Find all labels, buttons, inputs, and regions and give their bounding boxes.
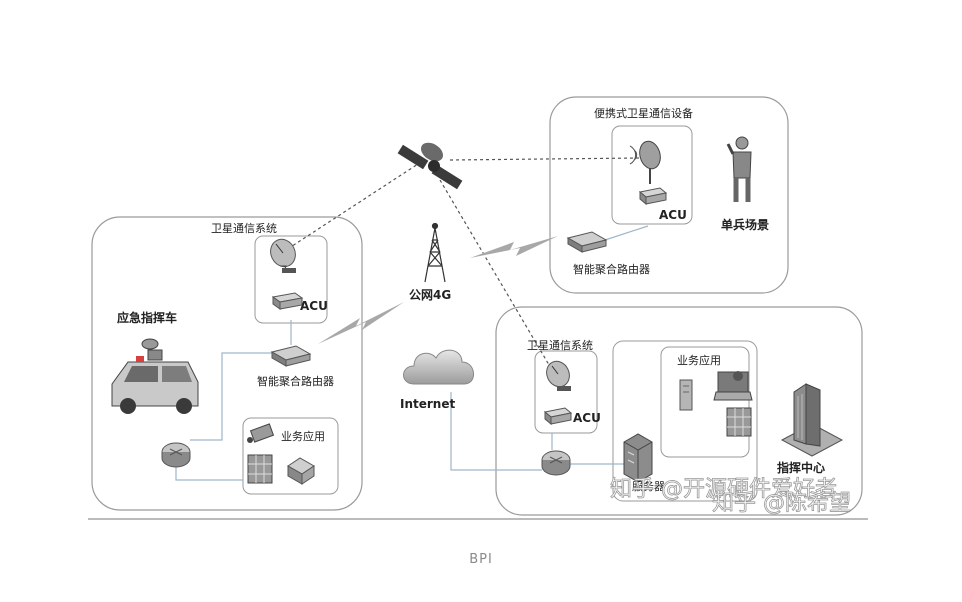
router-left-icon <box>270 345 312 367</box>
public-4g-label: 公网4G <box>409 288 451 302</box>
operator-desk-icon <box>713 371 753 401</box>
emergency-vehicle-icon <box>111 338 199 414</box>
watermark-2: 知乎 @陈希望 <box>712 491 851 516</box>
acu-device-right <box>543 407 573 426</box>
network-diagram: 公网4G Internet 卫星通信系统 ACU 智能聚合路由器 应急指挥车 <box>88 96 868 520</box>
acu-device-portable <box>638 187 668 206</box>
acu-device-left <box>271 292 304 310</box>
wired-links <box>175 225 649 481</box>
business-app-right-frame <box>612 340 758 502</box>
smart-router-portable-label: 智能聚合路由器 <box>573 262 650 276</box>
display-wall-icon-right <box>726 407 752 437</box>
satellite-dish-icon-right <box>546 360 571 391</box>
caption: BPI <box>469 552 493 567</box>
switch-right-icon <box>541 450 571 476</box>
server-tower-icon-small <box>679 379 693 411</box>
portable-sat-frame <box>549 96 789 294</box>
building-icon <box>780 383 844 457</box>
business-app-left-label: 业务应用 <box>281 429 325 443</box>
smart-router-left-label: 智能聚合路由器 <box>257 374 334 388</box>
command-center-frame <box>495 306 863 516</box>
business-app-left-frame <box>242 417 339 495</box>
router-portable-icon <box>566 231 608 253</box>
server-label: 服务器 <box>632 480 665 493</box>
camera-icon <box>247 423 275 443</box>
command-center-label: 指挥中心 <box>777 460 825 475</box>
satellite-dish-icon-left <box>270 238 296 273</box>
single-soldier-label: 单兵场景 <box>721 217 769 232</box>
terminal-icon-left <box>287 457 315 485</box>
cell-tower-icon <box>424 222 446 283</box>
acu-left-label: ACU <box>300 299 328 313</box>
wireless-link-right <box>470 236 558 258</box>
internet-label: Internet <box>400 397 455 411</box>
portable-sat-label: 便携式卫星通信设备 <box>594 106 693 120</box>
emergency-vehicle-label: 应急指挥车 <box>117 310 177 325</box>
acu-portable-label: ACU <box>659 208 687 222</box>
sat-system-left-label: 卫星通信系统 <box>211 222 277 235</box>
portable-sat-inner-frame <box>611 125 693 225</box>
satellite-system-right-frame <box>534 350 598 434</box>
watermark-1: 知乎 @开源硬件爱好者 <box>610 477 837 502</box>
satellite-dish-icon-portable <box>629 140 661 184</box>
satellite-links <box>282 157 641 371</box>
switch-left-icon <box>161 442 191 468</box>
business-app-right-label: 业务应用 <box>677 353 721 367</box>
sat-system-right-label: 卫星通信系统 <box>527 339 593 352</box>
internet-cloud-icon <box>403 349 474 385</box>
soldier-icon <box>726 136 752 202</box>
display-wall-icon-left <box>247 454 273 484</box>
server-icon <box>623 433 653 483</box>
acu-right-label: ACU <box>573 411 601 425</box>
wireless-link-left <box>318 302 404 344</box>
emergency-vehicle-frame <box>91 216 363 511</box>
business-app-right-inner-frame <box>660 346 750 458</box>
satellite-icon <box>397 142 463 190</box>
